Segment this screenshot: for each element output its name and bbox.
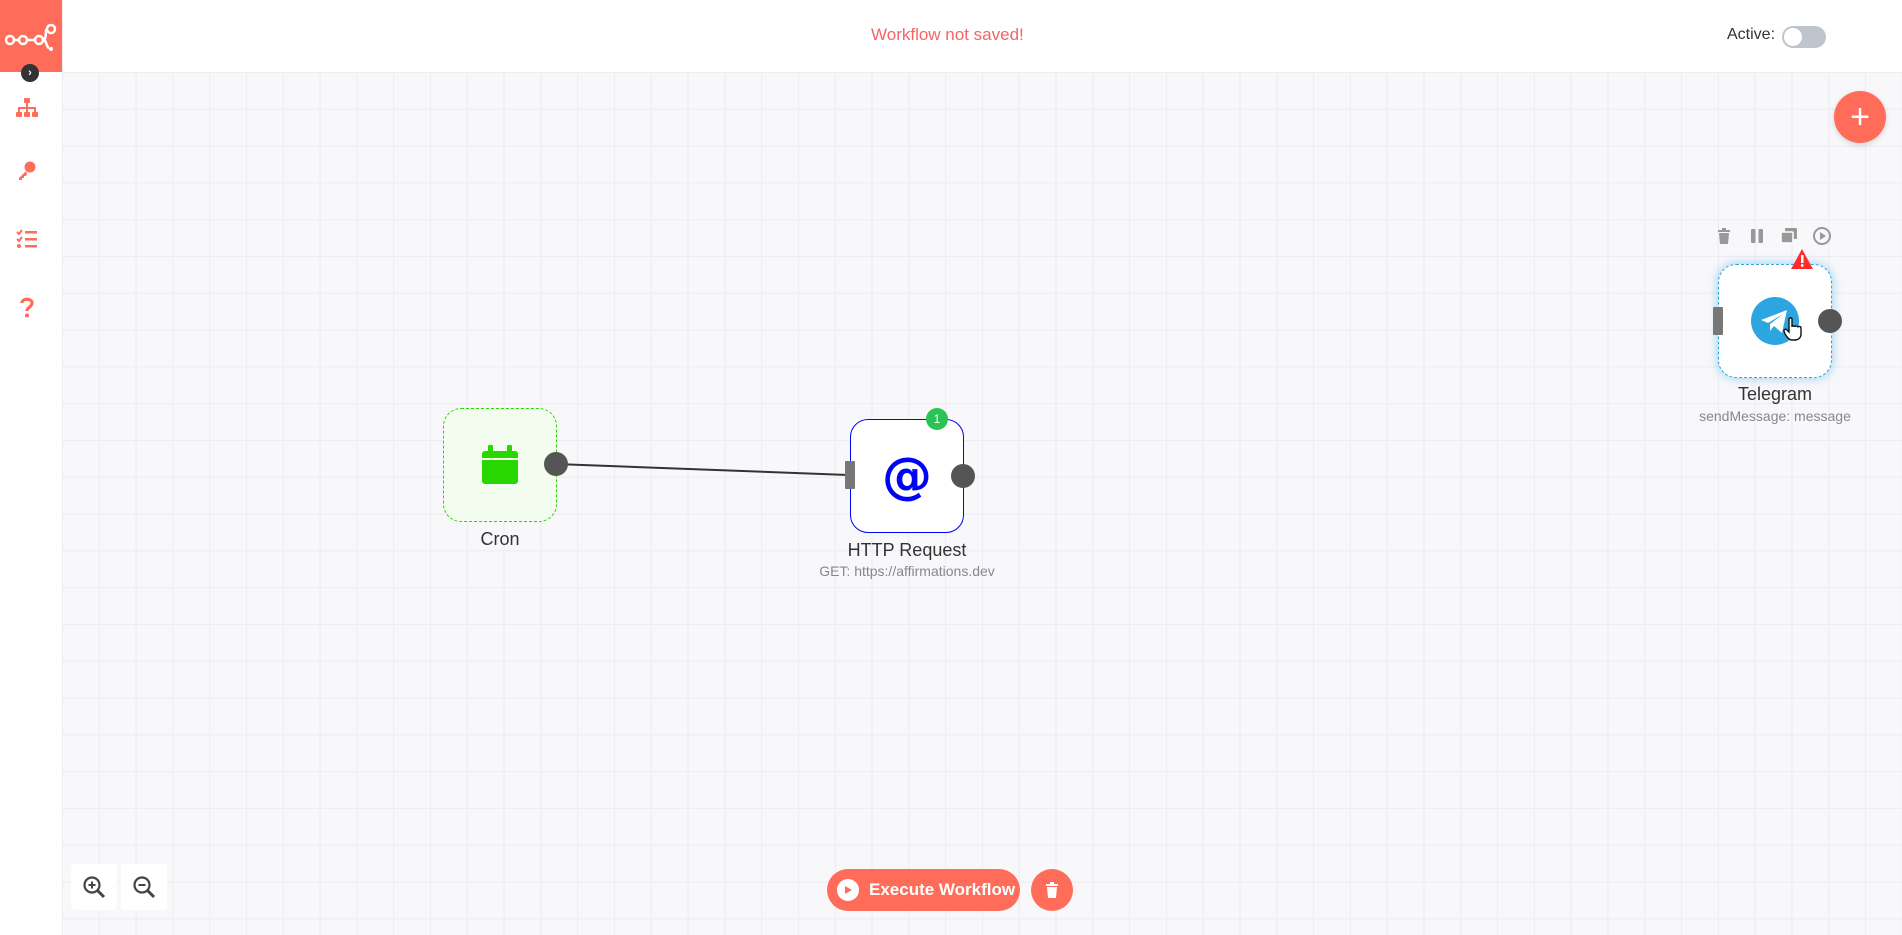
cron-title: Cron [480, 529, 520, 549]
http-output-handle[interactable] [951, 464, 975, 488]
trash-icon [1046, 882, 1058, 898]
http-input-handle[interactable] [845, 461, 855, 489]
help-icon [20, 297, 34, 318]
unsaved-status: Workflow not saved! [871, 25, 1024, 44]
delete-node-icon[interactable] [1714, 226, 1734, 246]
execute-node-icon[interactable] [1812, 226, 1832, 246]
zoom-in-icon [83, 876, 106, 899]
workflow-canvas[interactable] [62, 72, 1902, 935]
credentials-menu-item[interactable] [12, 155, 42, 185]
workflows-menu-item[interactable] [12, 93, 42, 123]
execute-workflow-button[interactable]: Execute Workflow [827, 869, 1020, 911]
zoom-out-icon [133, 876, 156, 899]
telegram-output-handle[interactable] [1818, 309, 1842, 333]
execution-count-badge: 1 [926, 408, 948, 430]
play-icon [837, 879, 859, 901]
http-title: HTTP Request [847, 540, 967, 560]
cursor-hand-icon [1783, 317, 1802, 341]
warning-icon[interactable] [1790, 248, 1814, 270]
executions-menu-item[interactable] [12, 224, 42, 254]
pause-node-icon[interactable] [1747, 226, 1767, 246]
telegram-title: Telegram [1737, 384, 1813, 404]
help-menu-item[interactable] [12, 292, 42, 322]
top-bar [62, 0, 1902, 72]
toggle-knob [1784, 28, 1802, 46]
http-subtitle: GET: https://affirmations.dev [819, 563, 995, 579]
http-request-node[interactable]: @ [850, 419, 964, 533]
active-toggle[interactable] [1782, 26, 1826, 48]
duplicate-node-icon[interactable] [1779, 226, 1799, 246]
telegram-subtitle: sendMessage: message [1699, 408, 1851, 424]
list-check-icon [16, 229, 37, 248]
logo-icon [5, 23, 57, 51]
zoom-out-button[interactable] [121, 864, 167, 910]
network-icon [16, 98, 38, 117]
at-sign-icon: @ [882, 447, 932, 505]
collapse-sidebar-button[interactable]: › [21, 64, 39, 82]
calendar-icon [482, 445, 518, 484]
cron-output-handle[interactable] [544, 452, 568, 476]
zoom-in-button[interactable] [71, 864, 117, 910]
telegram-input-handle[interactable] [1713, 307, 1723, 335]
active-label: Active: [1727, 26, 1776, 43]
n8n-logo[interactable] [0, 0, 62, 72]
telegram-node[interactable] [1718, 264, 1832, 378]
key-icon [19, 161, 36, 180]
sidebar: › [0, 0, 63, 935]
add-node-button[interactable]: + [1834, 91, 1886, 143]
cron-node[interactable] [443, 408, 557, 522]
execute-workflow-label: Execute Workflow [869, 880, 1016, 899]
clear-executions-button[interactable] [1031, 869, 1073, 911]
